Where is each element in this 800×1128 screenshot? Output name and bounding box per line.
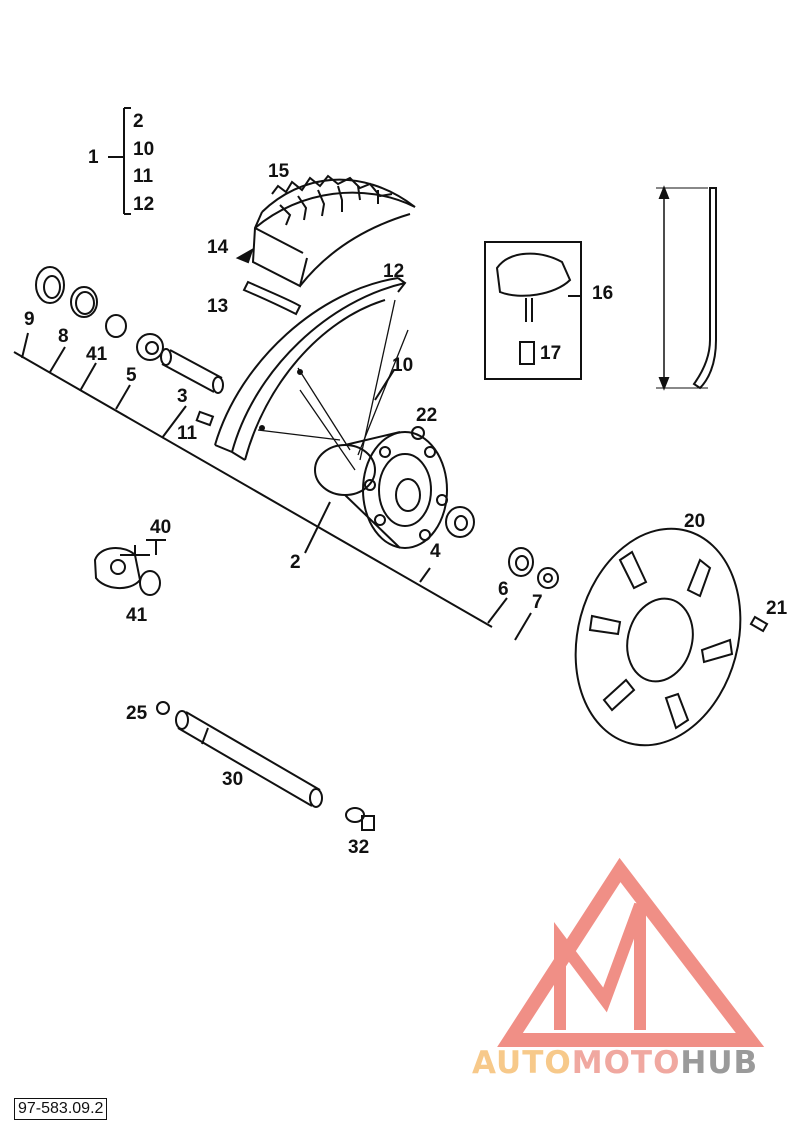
- inner-tube: [242, 280, 302, 316]
- axle-30: [175, 710, 323, 808]
- spokes: [257, 299, 409, 471]
- label-part-10b: 10: [392, 355, 414, 376]
- nut-25: [156, 701, 170, 715]
- tire: [251, 174, 416, 288]
- label-part-41b: 41: [126, 605, 148, 626]
- label-part-13: 13: [207, 296, 229, 317]
- label-part-7: 7: [532, 592, 543, 613]
- watermark-hub: HUB: [680, 1045, 759, 1081]
- label-part-8: 8: [58, 326, 69, 347]
- label-part-12b: 12: [383, 261, 405, 282]
- bearing-5: [136, 333, 164, 361]
- diagram-reference-code: 97-583.09.2: [14, 1098, 108, 1120]
- label-part-20: 20: [684, 511, 706, 532]
- label-part-32: 32: [348, 837, 370, 858]
- label-part-11: 11: [133, 166, 154, 187]
- seal-6: [508, 547, 534, 577]
- label-part-11b: 11: [177, 423, 198, 444]
- spacer-3: [160, 348, 224, 394]
- label-part-6: 6: [498, 579, 509, 600]
- label-part-5: 5: [126, 365, 137, 386]
- group-bracket-40-41: [146, 539, 166, 555]
- assembly-leader-lines: [13, 332, 532, 641]
- label-part-3: 3: [177, 386, 188, 407]
- spoke-dimension: [656, 185, 717, 391]
- label-part-12: 12: [133, 194, 155, 215]
- circlip-41: [105, 314, 127, 338]
- hub: [314, 431, 448, 549]
- label-part-1: 1: [88, 147, 99, 168]
- watermark-moto: MOTO: [571, 1045, 681, 1081]
- label-part-30: 30: [222, 769, 244, 790]
- label-part-15: 15: [268, 161, 290, 182]
- kit-bracket: [108, 107, 131, 215]
- label-part-25: 25: [126, 703, 148, 724]
- label-part-17: 17: [540, 343, 562, 364]
- label-part-9: 9: [24, 309, 35, 330]
- bolt-21: [749, 615, 769, 633]
- rim: [214, 277, 407, 461]
- label-part-21: 21: [766, 598, 788, 619]
- watermark-auto: AUTO: [472, 1045, 572, 1081]
- label-part-10: 10: [133, 139, 155, 160]
- ring-8: [70, 286, 98, 318]
- watermark-text: AUTOMOTOHUB: [472, 1045, 758, 1081]
- bolt-32: [345, 807, 375, 831]
- nipple-11: [195, 410, 215, 427]
- nut-22: [411, 426, 425, 440]
- automotohub-logo: [497, 857, 765, 1047]
- label-part-22: 22: [416, 405, 438, 426]
- label-part-4: 4: [430, 541, 441, 562]
- label-part-2b: 2: [290, 552, 301, 573]
- bearing-4: [445, 506, 475, 538]
- oil-seal-9: [35, 266, 65, 304]
- label-part-41: 41: [86, 344, 108, 365]
- brake-disc: [574, 527, 742, 747]
- spacer-7: [537, 567, 559, 589]
- speedometer-drive-40: [93, 545, 161, 596]
- valve-inset: [484, 241, 582, 380]
- label-part-40: 40: [150, 517, 172, 538]
- label-part-14: 14: [207, 237, 229, 258]
- label-part-2: 2: [133, 111, 144, 132]
- rim-tape: [235, 247, 254, 264]
- label-part-16: 16: [592, 283, 614, 304]
